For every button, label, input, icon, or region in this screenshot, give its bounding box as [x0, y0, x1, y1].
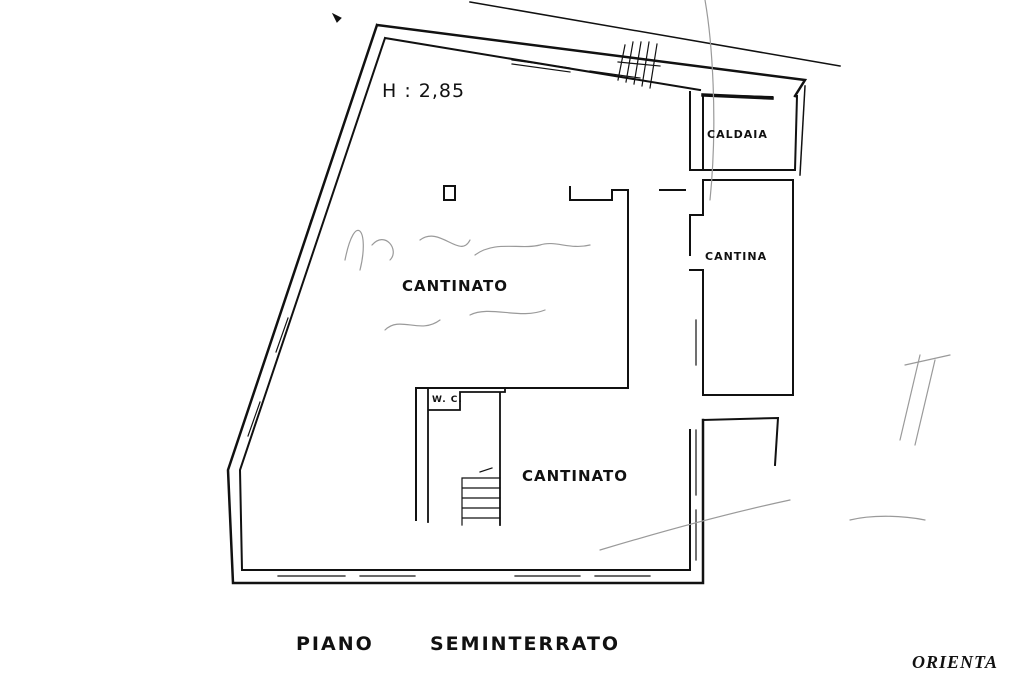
window-top-2: [511, 63, 571, 73]
room-label-cantinato-main: CANTINATO: [402, 277, 508, 295]
outer-wall-outside: [226, 23, 808, 585]
height-label: H : 2,85: [382, 80, 466, 102]
pencil-scribble-2: [384, 309, 546, 331]
pillar: [443, 185, 456, 201]
room-label-cantinato-lower: CANTINATO: [522, 467, 628, 485]
room-label-wc: W. C.: [432, 395, 463, 405]
window-left-3: [247, 401, 261, 437]
pencil-line-diagonal: [599, 499, 791, 551]
room-label-cantina: CANTINA: [705, 250, 768, 263]
window-top-1: [511, 59, 571, 69]
orientation-text: ORIENTA: [912, 652, 999, 672]
window-left-2: [275, 317, 289, 353]
lower-right-walls: [701, 416, 780, 581]
window-top-3: [589, 70, 641, 79]
north-marker: [331, 12, 342, 23]
floor-title-left: PIANO: [296, 633, 374, 655]
internal-wall-upper: [415, 186, 686, 521]
outer-wall-inside: [238, 36, 702, 571]
boundary-line-vertical: [799, 85, 806, 176]
floor-title-right: SEMINTERRATO: [430, 633, 621, 655]
cantina-walls: [689, 179, 794, 396]
entrance-stairs: [617, 41, 661, 89]
room-label-caldaia: CALDAIA: [707, 128, 768, 141]
pencil-scribble-3: [849, 515, 926, 521]
pencil-mark-right: [899, 354, 951, 446]
internal-stair: [461, 467, 501, 526]
caldaia-door: [701, 93, 774, 100]
boundary-line: [469, 1, 841, 67]
pencil-vertical: [704, 0, 715, 201]
wc-block: [427, 387, 506, 526]
window-left-1: [297, 219, 312, 263]
pencil-scribble-1: [344, 229, 591, 271]
